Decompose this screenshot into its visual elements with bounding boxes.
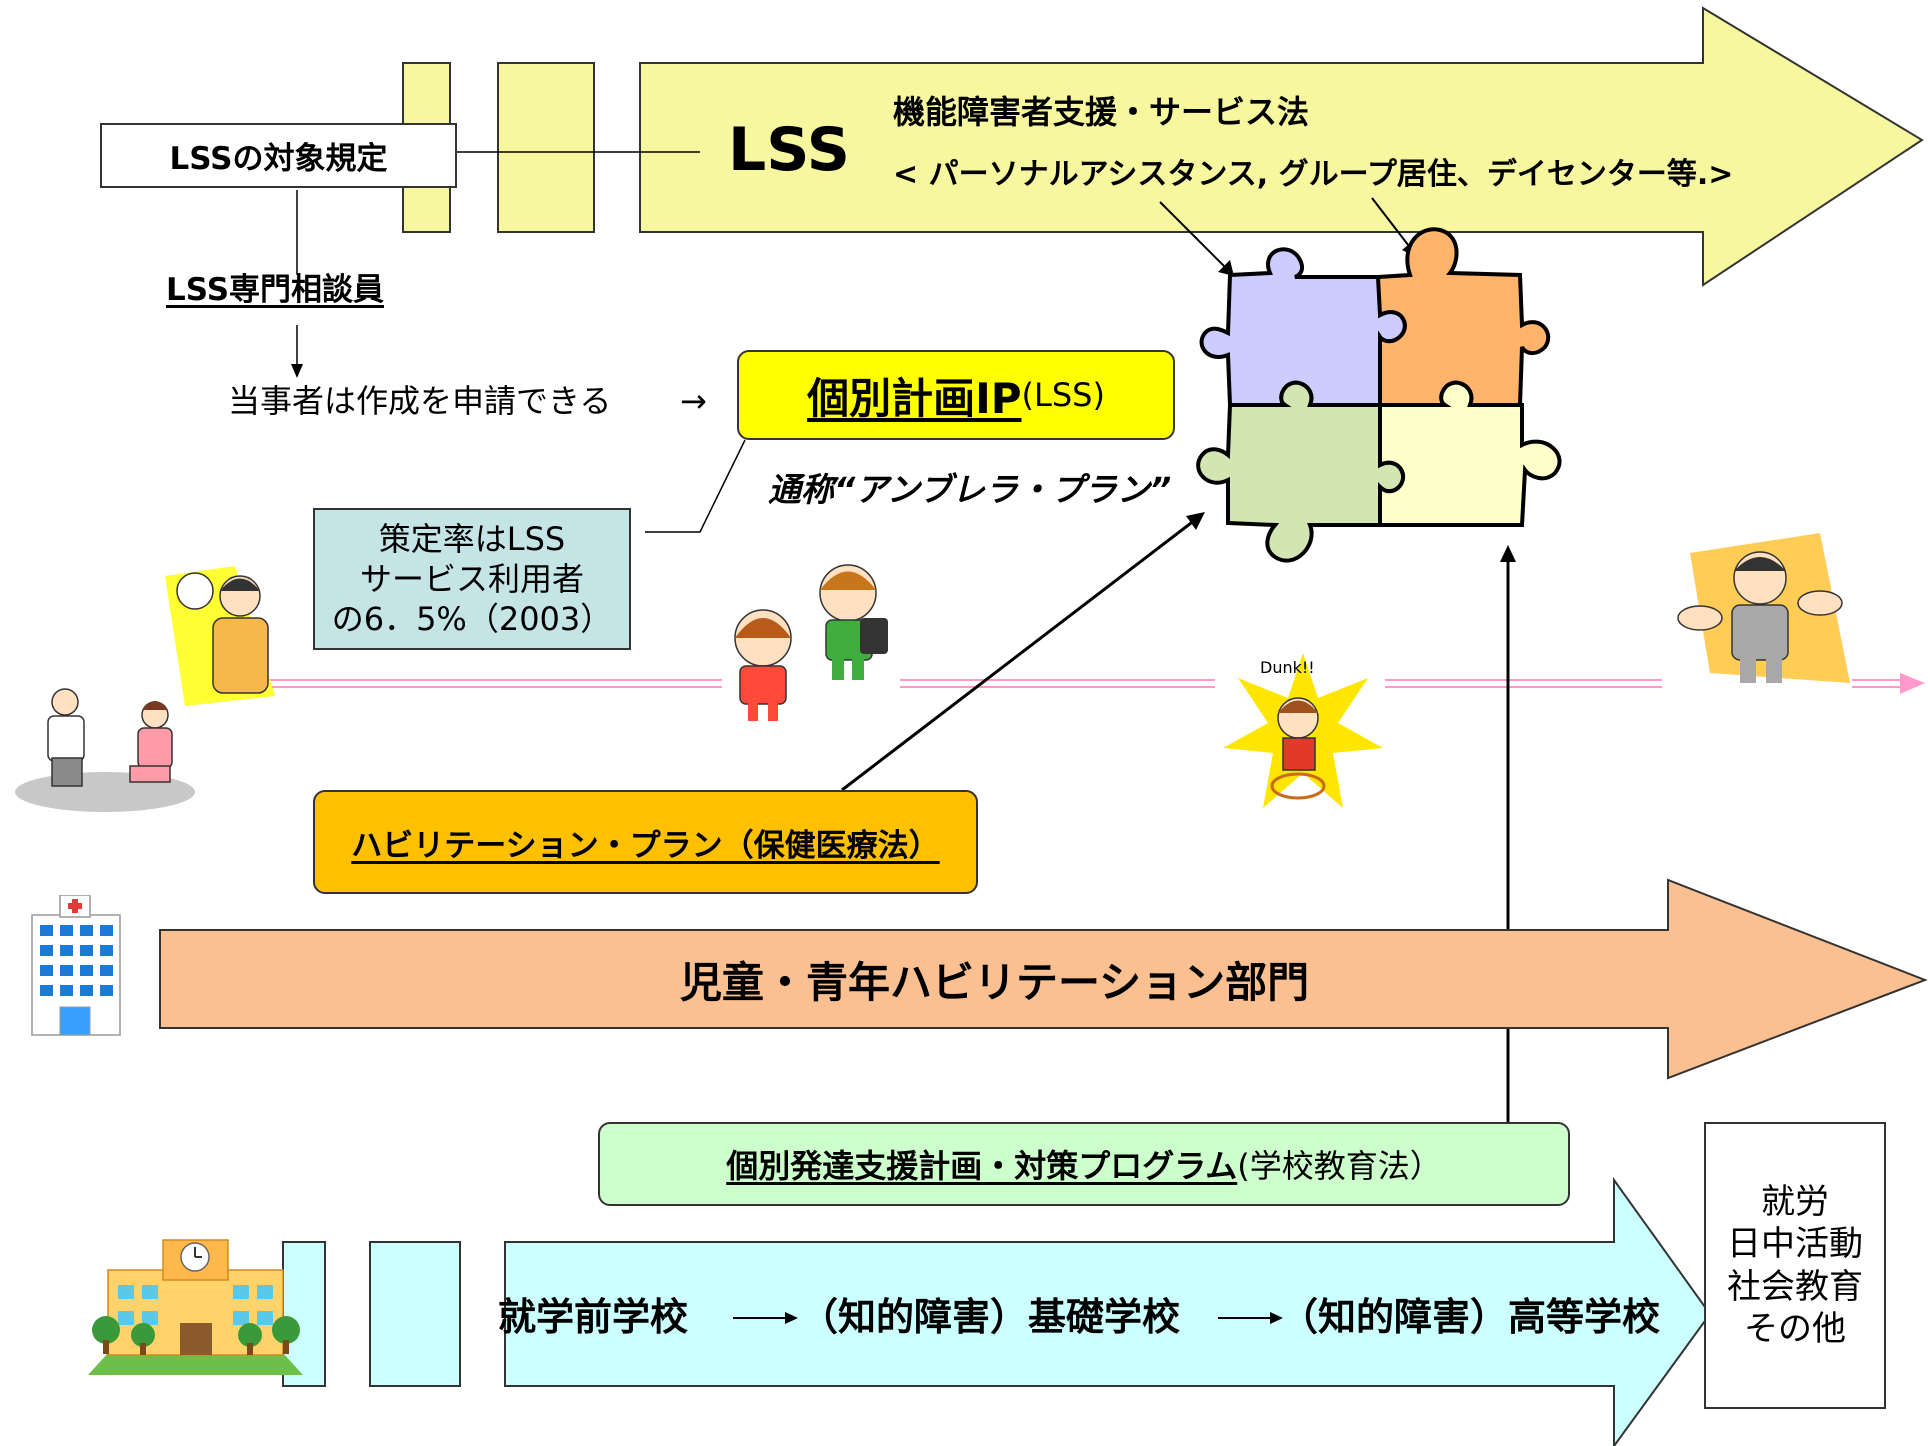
hab-to-puzzle-arrow xyxy=(841,518,1196,792)
lss-scope-label: LSSの対象規定 xyxy=(169,141,388,177)
lifeline xyxy=(260,673,1925,694)
ip-suffix: (LSS) xyxy=(1021,376,1105,414)
lss-bar-2 xyxy=(497,62,595,233)
puzzle-piece-purple xyxy=(1199,247,1407,407)
dunk-caption: Dunk!! xyxy=(1260,658,1315,677)
ip-nickname: 通称“アンブレラ・プラン” xyxy=(768,470,1172,509)
hab-dept-label: 児童・青年ハビリテーション部門 xyxy=(680,958,1310,1007)
school-stage-3: （知的障害）高等学校 xyxy=(1280,1295,1661,1339)
puzzle-piece-orange xyxy=(1375,227,1551,407)
hab-to-puzzle-arrowhead xyxy=(1186,512,1205,530)
stage-arrowhead-1 xyxy=(785,1312,798,1324)
parent-with-baby-illustration xyxy=(165,566,275,706)
hab-plan-label: ハビリテーション・プラン（保健医療法） xyxy=(351,827,940,864)
rate-callout-line xyxy=(645,439,746,533)
lss-scope-box: LSSの対象規定 xyxy=(100,123,457,188)
arrow-to-puzzle-2 xyxy=(1371,197,1413,251)
school-bar-2 xyxy=(369,1241,461,1387)
rate-box: 策定率はLSS サービス利用者 の6．5%（2003） xyxy=(313,508,631,650)
arrow-to-puzzle-1 xyxy=(1159,201,1229,271)
outcome-box: 就労 日中活動 社会教育 その他 xyxy=(1704,1122,1886,1409)
apply-arrow: → xyxy=(680,382,707,420)
adult-worker-illustration xyxy=(1677,533,1850,683)
apply-text: 当事者は作成を申請できる xyxy=(228,382,612,420)
schoolchildren-illustration xyxy=(734,564,888,721)
school-stage-1: 就学前学校 xyxy=(498,1295,689,1339)
ip-box: 個別計画IP (LSS) xyxy=(737,350,1175,440)
school-plan-box: 個別発達支援計画・対策プログラム (学校教育法） xyxy=(598,1122,1570,1206)
lss-title: LSS xyxy=(728,115,850,185)
puzzle-piece-green xyxy=(1196,380,1406,563)
basketball-player-illustration: Dunk!! xyxy=(1223,653,1383,808)
school-arrow xyxy=(504,1176,1712,1446)
hab-plan-box: ハビリテーション・プラン（保健医療法） xyxy=(313,790,978,894)
school-building-icon xyxy=(88,1239,303,1375)
jigsaw-puzzle-icon xyxy=(1196,227,1562,563)
hab-dept-arrow xyxy=(159,878,1928,1080)
school-to-puzzle-arrowhead xyxy=(1500,545,1516,562)
hospital-building-icon xyxy=(31,895,121,1036)
lss-consultant: LSS専門相談員 xyxy=(166,272,385,308)
school-plan-title: 個別発達支援計画・対策プログラム xyxy=(726,1147,1238,1185)
doctor-consultation-illustration xyxy=(15,688,195,812)
stage-arrowhead-2 xyxy=(1270,1312,1283,1324)
lss-services: < パーソナルアシスタンス, グループ居住、デイセンター等.> xyxy=(893,157,1734,192)
consultant-arrowhead xyxy=(291,364,303,378)
puzzle-piece-yellow xyxy=(1378,380,1562,527)
lss-arrow xyxy=(639,6,1924,287)
school-plan-suffix: (学校教育法） xyxy=(1237,1147,1442,1185)
arrowhead-puzzle-1 xyxy=(1218,260,1234,276)
school-stage-2: （知的障害）基礎学校 xyxy=(800,1295,1181,1339)
ip-title: 個別計画IP xyxy=(807,373,1022,423)
lss-law-name: 機能障害者支援・サービス法 xyxy=(893,93,1310,131)
